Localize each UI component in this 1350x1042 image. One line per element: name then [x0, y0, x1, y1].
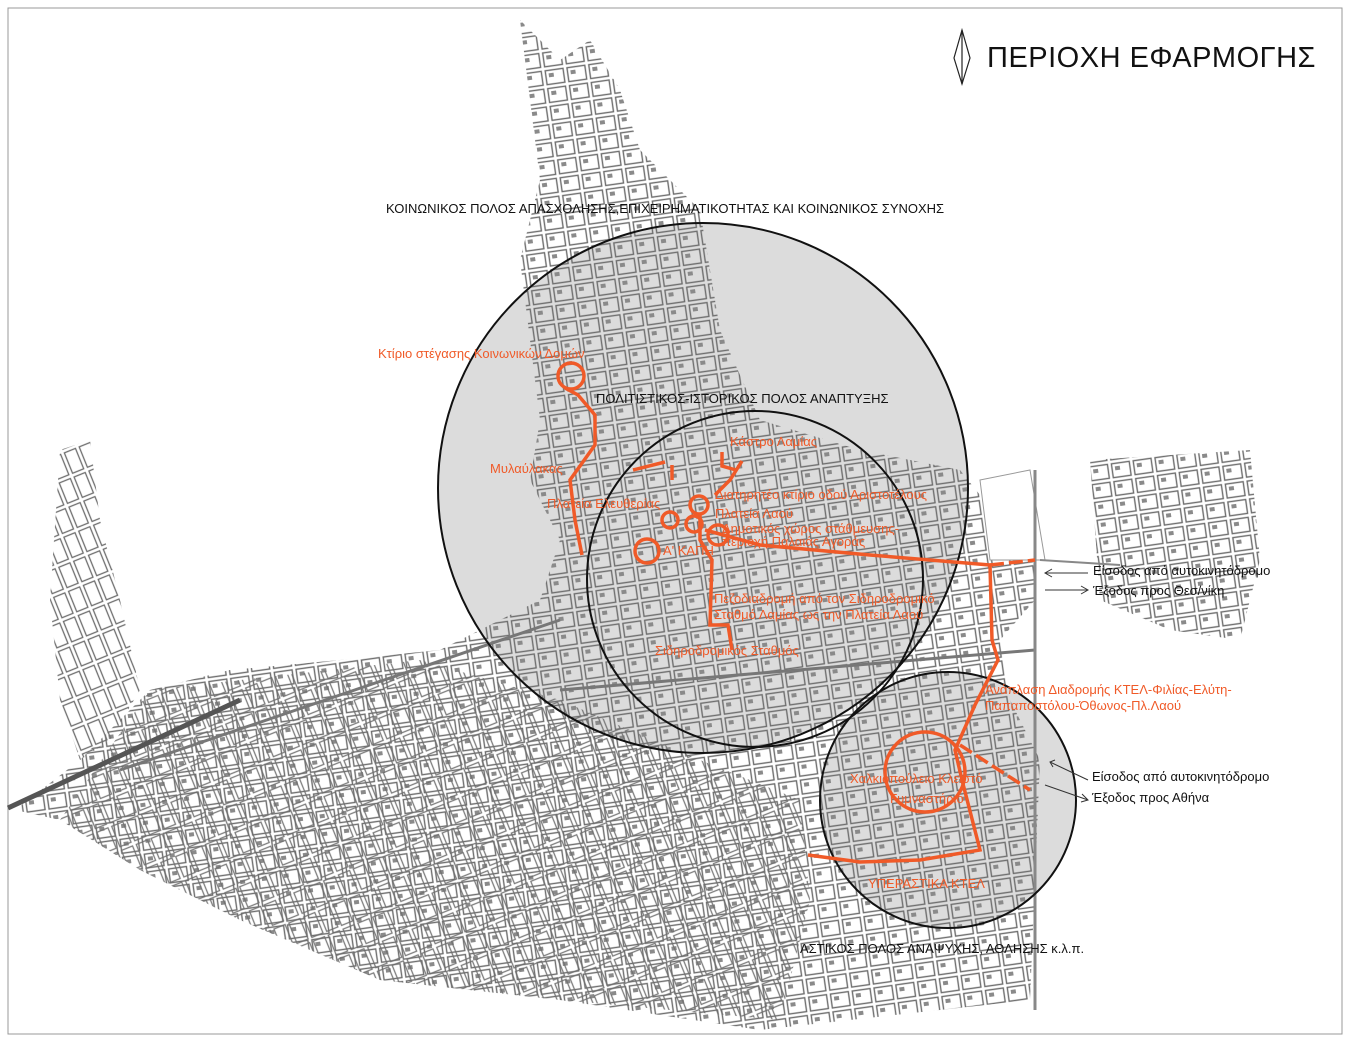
label-ktel-route-2: Παπαποστόλου-Όθωνος-Πλ.Λαού	[985, 698, 1182, 713]
zone-urban-circle	[819, 671, 1077, 929]
label-kapi: Α' ΚΑΠΗ	[663, 543, 714, 558]
zone-social-circle	[437, 222, 969, 754]
label-access-south-2: Έξοδος προς Αθήνα	[1092, 790, 1210, 805]
label-walk-1: Πεζοδιαδρομή από τον Σιδηροδρομικό	[714, 591, 935, 606]
label-access-south-1: Είσοδος από αυτοκινητόδρομο	[1092, 769, 1270, 784]
label-access-north-1: Είσοδος από αυτοκινητόδρομο	[1093, 563, 1271, 578]
label-gym-1: Χαλκιοπούλειο Κλειστό	[850, 771, 983, 786]
label-cultural-pole: ΠΟΛΙΤΙΣΤΙΚΟΣ-ΙΣΤΟΡΙΚΟΣ ΠΟΛΟΣ ΑΝΑΠΤΥΞΗΣ	[596, 391, 889, 406]
map-title: ΠΕΡΙΟΧΗ ΕΦΑΡΜΟΓΗΣ	[987, 42, 1316, 74]
label-eleftherias-square: Πλατεία Ελευθερίας	[547, 496, 661, 511]
label-laou-square: Πλατεία Λαού	[715, 506, 793, 521]
label-social-building: Κτίριο στέγασης Κοινωνικών Δομών	[378, 346, 585, 361]
label-aristotelous-building: Διατηρητέο κτίριο οδού Αριστοτέλους	[715, 487, 928, 502]
label-parking-1: Δημοτικός χώρος στάθμευσης-	[722, 521, 900, 536]
project-interventions	[556, 361, 1036, 864]
access-arrows	[1043, 568, 1090, 803]
zone-cultural-circle	[586, 410, 924, 748]
north-arrow-icon	[953, 27, 971, 87]
label-walk-2: Σταθμό Λαμίας ως την Πλατεία Λαού	[714, 607, 924, 622]
label-access-north-2: Έξοδος προς Θεσ/νίκη	[1093, 583, 1225, 598]
label-urban-pole: ΑΣΤΙΚΟΣ ΠΟΛΟΣ ΑΝΑΨΥΧΗΣ, ΑΘΛΗΣΗΣ κ.λ.π.	[800, 941, 1085, 956]
label-station: Σιδηροδρομικός Σταθμός	[655, 643, 799, 658]
label-gym-2: Γυμναστήριο	[890, 791, 964, 806]
label-ktel-route-1: Ανάπλαση Διαδρομής ΚΤΕΛ-Φιλίας-Ελύτη-	[985, 682, 1232, 697]
label-parking-2: περιοχή Παλαιάς Αγοράς	[722, 534, 866, 549]
label-ktel: ΥΠΕΡΑΣΤΙΚΑ ΚΤΕΛ	[868, 876, 985, 891]
city-blocks	[6, 20, 1260, 1030]
label-social-pole: ΚΟΙΝΩΝΙΚΟΣ ΠΟΛΟΣ ΑΠΑΣΧΟΛΗΣΗΣ,ΕΠΙΧΕΙΡΗΜΑΤ…	[386, 201, 945, 216]
label-mylavlakas: Μυλαύλακας	[490, 461, 563, 476]
label-castle: Κάστρο Λαμίας	[730, 434, 818, 449]
